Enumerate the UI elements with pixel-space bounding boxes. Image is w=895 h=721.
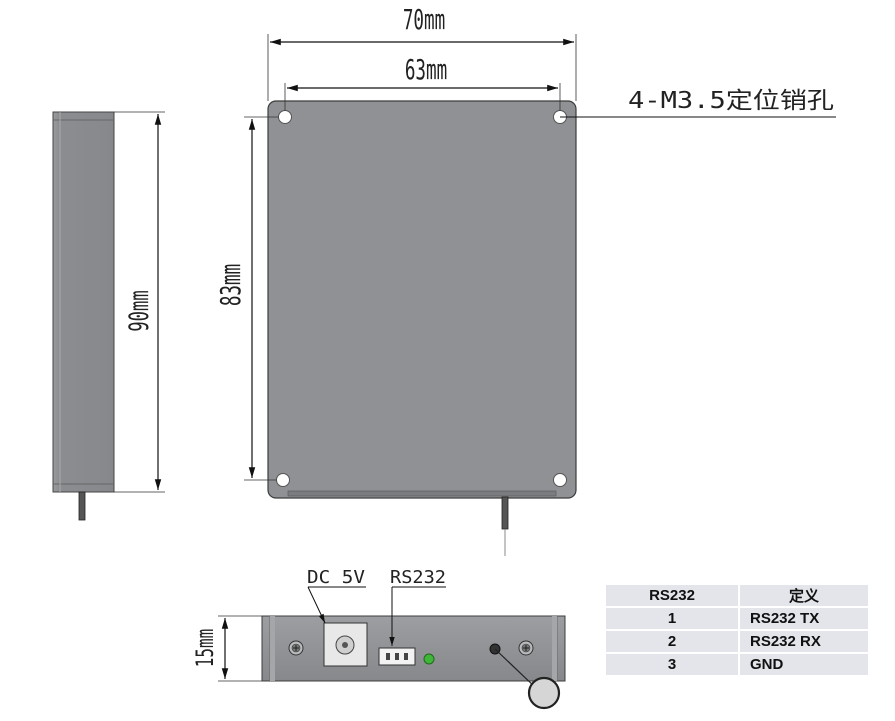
mounting-holes-label: 4-M3.5定位销孔 bbox=[628, 88, 834, 114]
table-header-rs232: RS232 bbox=[606, 585, 740, 606]
table-header-row: RS232 定义 bbox=[606, 585, 870, 606]
rs232-connector-icon bbox=[378, 647, 416, 666]
table-row: 1 RS232 TX bbox=[606, 608, 870, 629]
screw-icon bbox=[288, 640, 304, 656]
mounting-hole-icon bbox=[553, 473, 567, 487]
mounting-hole-icon bbox=[276, 473, 290, 487]
dc-jack-icon bbox=[323, 622, 368, 667]
top-view: 70mm 63mm 83mm 4-M3.5定位销孔 bbox=[216, 5, 836, 556]
side-view-body bbox=[52, 111, 115, 493]
dimension-label-63mm: 63mm bbox=[405, 55, 447, 86]
front-view-body bbox=[261, 615, 566, 682]
table-row: 3 GND bbox=[606, 654, 870, 675]
table-cell-pin: 1 bbox=[606, 608, 740, 629]
dimension-label-90mm: 90mm bbox=[124, 290, 155, 331]
side-view: 90mm bbox=[52, 111, 165, 521]
rs232-port-label: RS232 bbox=[390, 567, 446, 588]
top-view-plate bbox=[267, 100, 577, 499]
table-cell-pin: 3 bbox=[606, 654, 740, 675]
screw-icon bbox=[518, 640, 534, 656]
table-cell-definition: RS232 RX bbox=[740, 631, 870, 652]
detail-callout-icon bbox=[527, 676, 561, 710]
side-view-cable bbox=[78, 491, 86, 521]
dc-port-label: DC 5V bbox=[307, 567, 365, 588]
dimension-label-83mm: 83mm bbox=[216, 264, 247, 306]
front-view: DC 5V RS232 15mm bbox=[191, 567, 566, 710]
pin-definition-table: RS232 定义 1 RS232 TX 2 RS232 RX 3 GND bbox=[606, 583, 870, 677]
table-cell-pin: 2 bbox=[606, 631, 740, 652]
table-cell-definition: RS232 TX bbox=[740, 608, 870, 629]
top-view-cable bbox=[501, 496, 509, 530]
dimension-label-15mm: 15mm bbox=[191, 629, 219, 668]
table-header-definition: 定义 bbox=[740, 585, 870, 606]
table-row: 2 RS232 RX bbox=[606, 631, 870, 652]
mounting-hole-icon bbox=[278, 110, 292, 124]
led-indicator-icon bbox=[423, 653, 435, 665]
dimension-label-70mm: 70mm bbox=[403, 5, 445, 36]
table-cell-definition: GND bbox=[740, 654, 870, 675]
